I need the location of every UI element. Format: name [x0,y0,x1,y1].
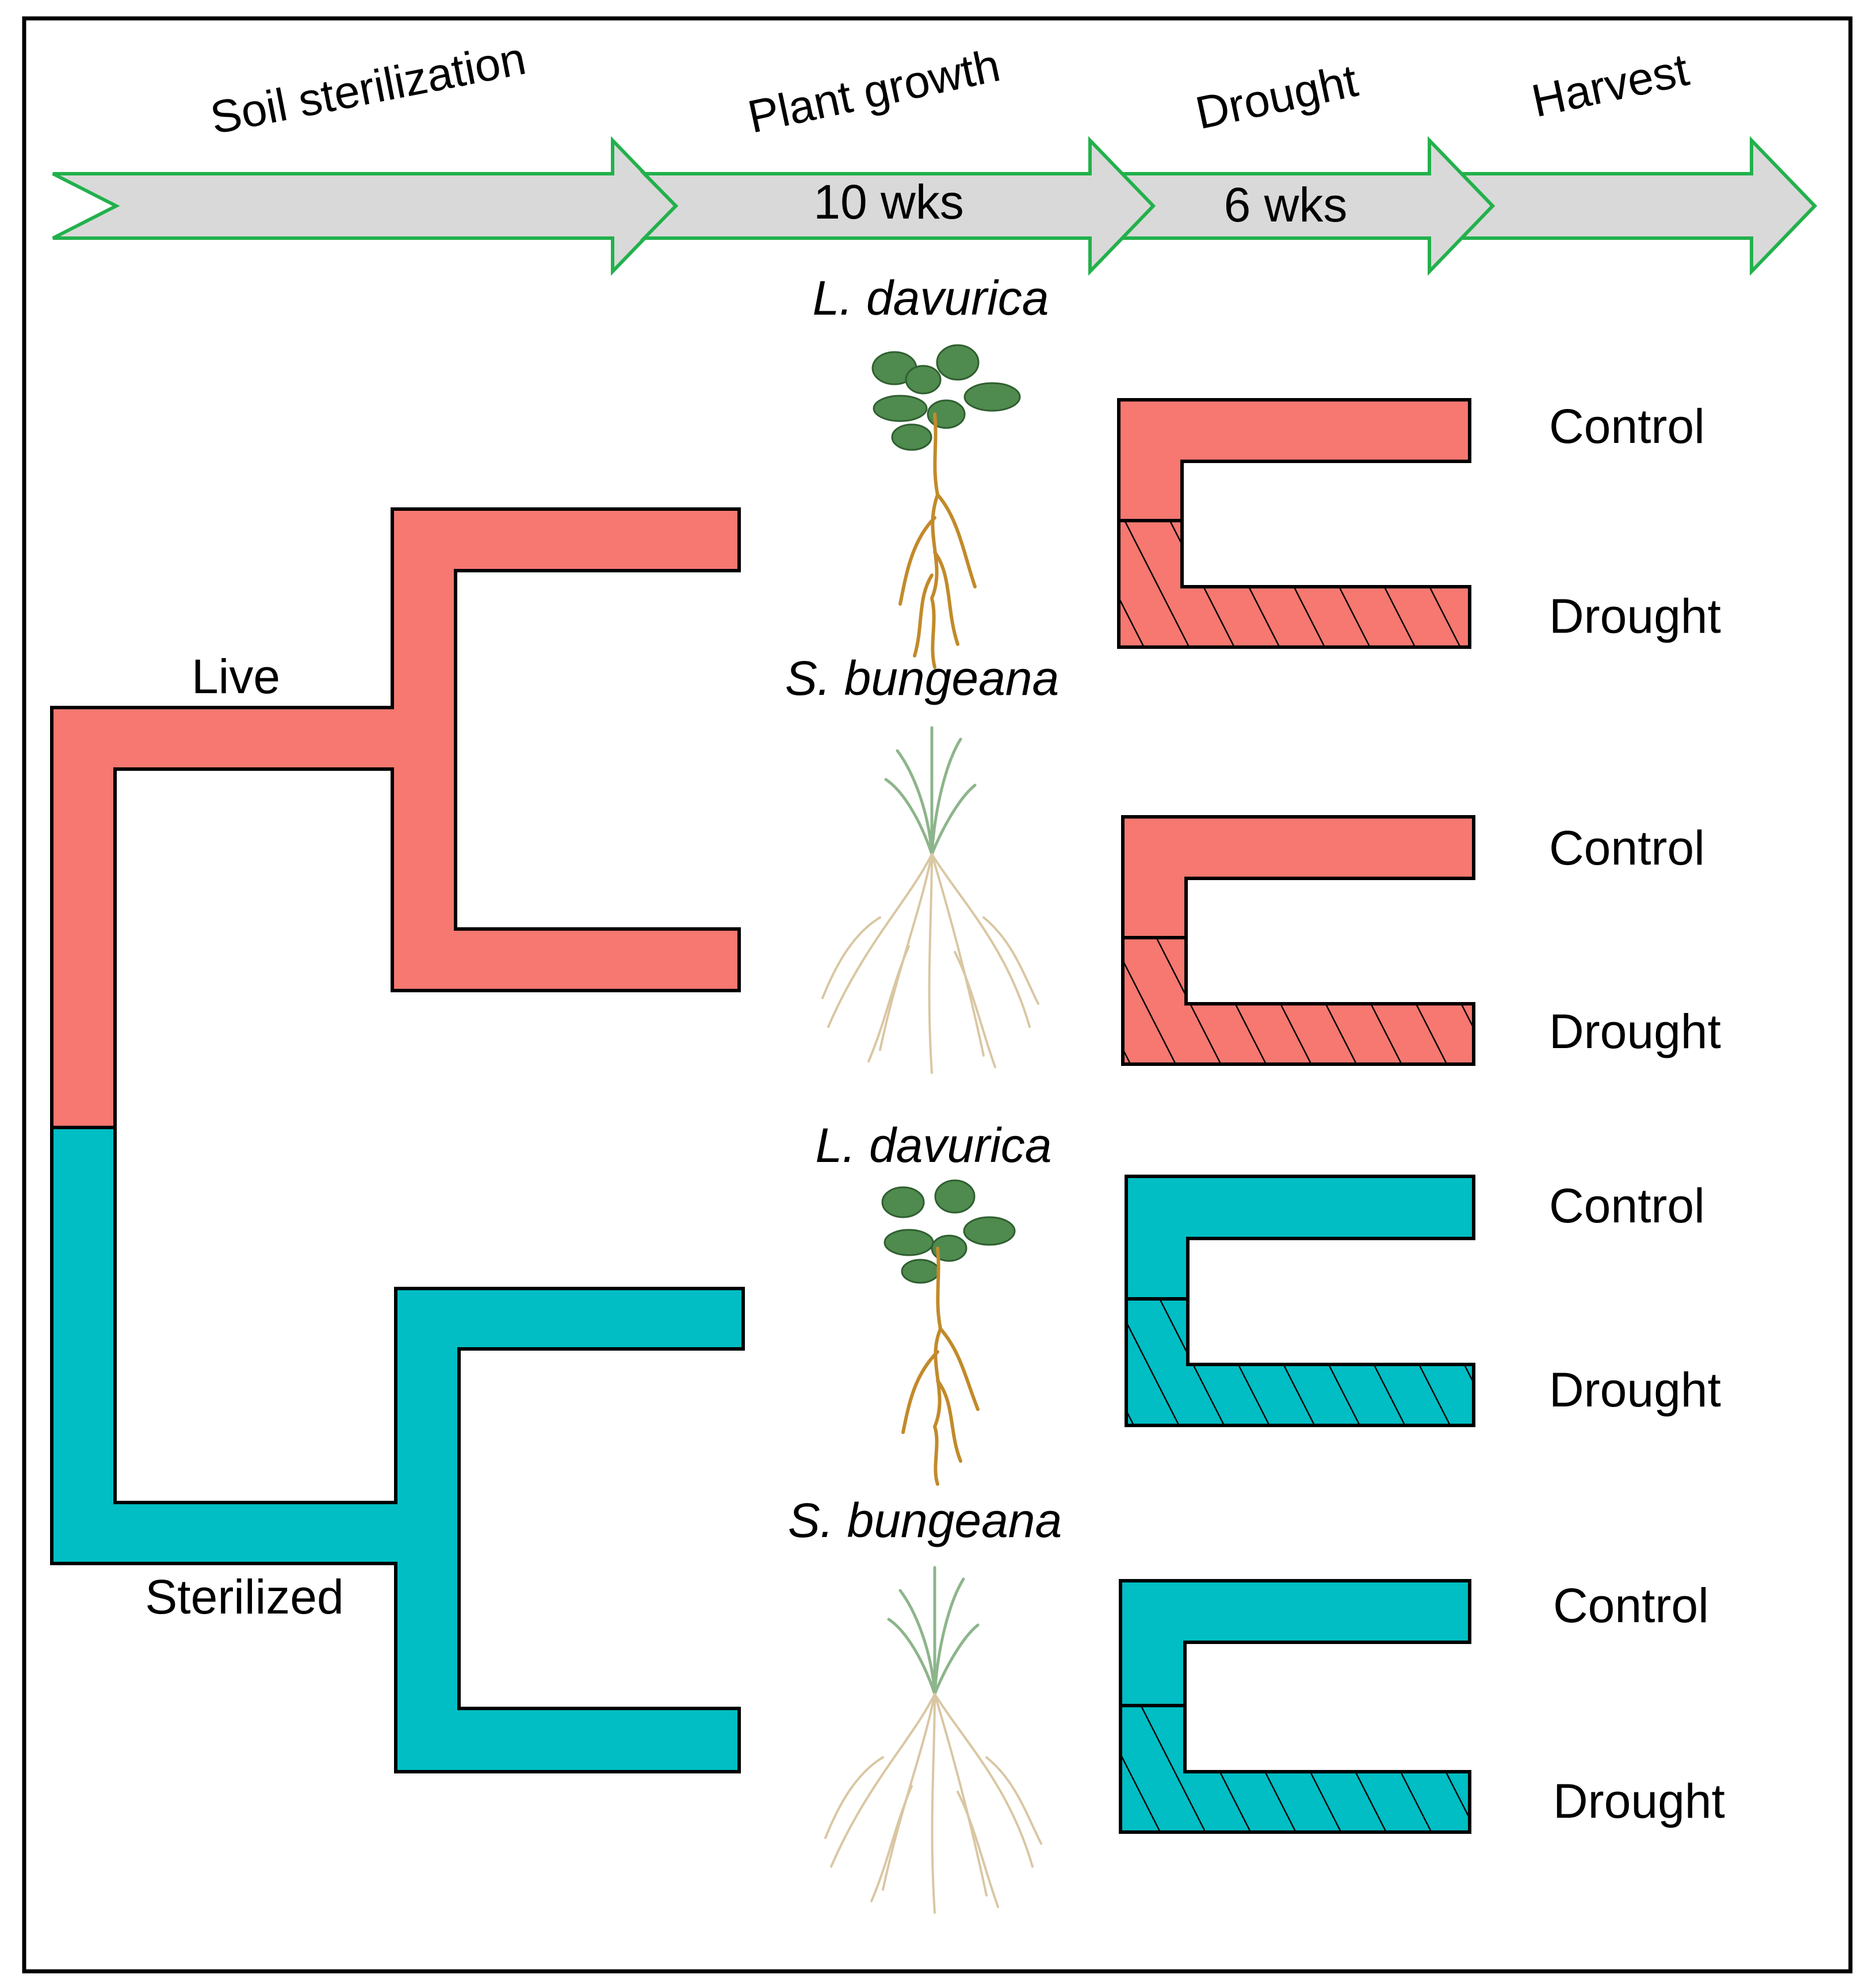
live-soil-label: Live [192,649,280,704]
stage-label-harvest: Harvest [1527,44,1693,127]
grass-leaves-2 [887,1566,980,1696]
timeline-arrow-plant-growth [640,136,1156,276]
drought-label-4: Drought [1553,1774,1725,1828]
timeline-arrow-harvest [1454,136,1818,276]
stage-label-drought: Drought [1191,55,1362,139]
treatment-labels: Control Drought Control Drought Control … [1549,399,1725,1828]
duration-label-drought: 6 wks [1224,178,1348,232]
legume-plant-illustration-2 [881,1179,1016,1486]
drought-label-1: Drought [1549,589,1721,643]
control-label-2: Control [1549,821,1705,875]
duration-label-plant-growth: 10 wks [813,175,963,229]
species-labels: L. davurica S. bungeana L. davurica S. b… [785,271,1062,1547]
control-label-4: Control [1553,1578,1709,1633]
grass-leaves [884,726,977,856]
legume-roots [898,412,977,669]
drought-label-3: Drought [1549,1363,1721,1417]
control-label-3: Control [1549,1179,1705,1233]
timeline: Soil sterilization Plant growth Drought … [52,32,1818,276]
species-label-legume-live: L. davurica [813,271,1049,325]
stage-label-plant-growth: Plant growth [744,39,1004,143]
drought-label-2: Drought [1549,1004,1721,1058]
figure-border [22,16,1853,1974]
grass-roots-2 [824,1693,1042,1914]
treatment-bracket-sterilized-grass [1119,1579,1471,1834]
species-label-legume-sterilized: L. davurica [816,1118,1052,1172]
sterilized-soil-branch [50,1126,745,1773]
soil-tree: Live Sterilized [50,507,745,1773]
species-label-grass-live: S. bungeana [785,651,1059,705]
legume-roots-2 [901,1247,980,1486]
timeline-arrow-soil-sterilization [52,136,679,276]
live-soil-branch [50,507,741,1129]
control-label-1: Control [1549,399,1705,453]
stage-label-soil-sterilization: Soil sterilization [206,32,530,143]
legume-leaves [871,344,1021,451]
grass-roots [821,853,1039,1074]
legume-leaves-2 [881,1179,1016,1284]
grass-plant-illustration-2 [824,1566,1042,1914]
treatment-bracket-live-grass [1121,815,1475,1066]
species-label-grass-sterilized: S. bungeana [788,1493,1062,1547]
treatment-bracket-live-legume [1117,398,1471,649]
legume-plant-illustration [871,344,1021,669]
treatment-bracket-sterilized-legume [1125,1175,1475,1427]
sterilized-soil-label: Sterilized [145,1570,343,1624]
grass-plant-illustration [821,726,1039,1074]
